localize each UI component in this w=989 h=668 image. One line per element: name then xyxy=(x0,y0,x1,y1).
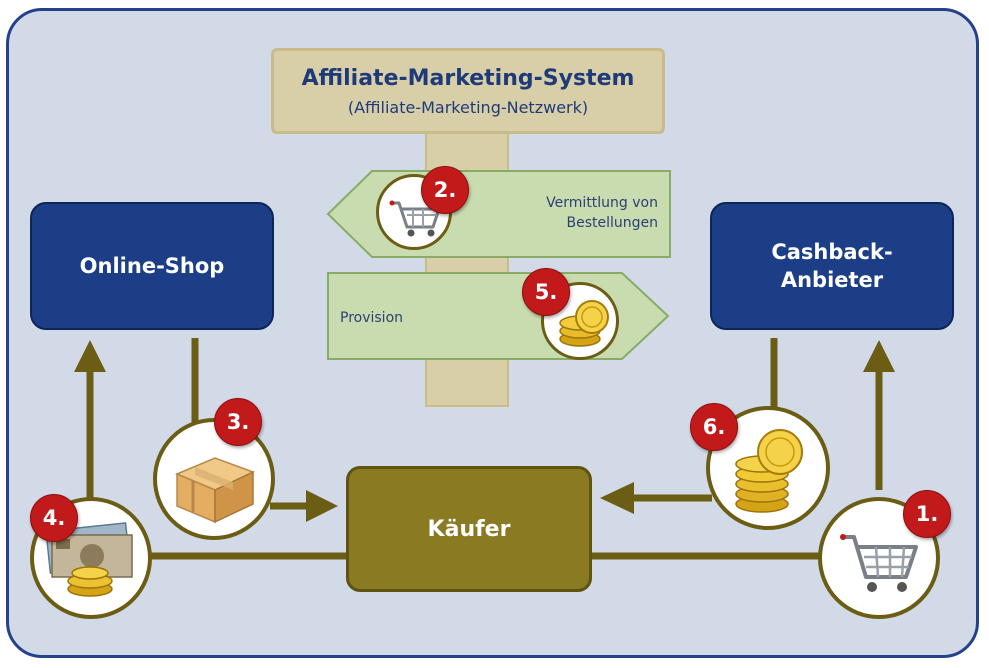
cashback-provider-label: Cashback-Anbieter xyxy=(771,240,893,292)
step4-circle xyxy=(30,497,152,619)
step4-badge: 4. xyxy=(30,494,78,542)
step2-badge: 2. xyxy=(421,166,469,214)
step6-badge: 6. xyxy=(690,403,738,451)
sign-vermittlung-label: Vermittlung von Bestellungen xyxy=(546,195,658,231)
sign-provision-label: Provision xyxy=(340,310,404,326)
arrowhead-to-shop xyxy=(74,340,106,372)
network-subtitle: (Affiliate-Marketing-Netzwerk) xyxy=(347,98,589,117)
online-shop-box: Online-Shop xyxy=(30,202,274,330)
step1-badge: 1. xyxy=(903,490,951,538)
buyer-box: Käufer xyxy=(346,466,592,592)
online-shop-label: Online-Shop xyxy=(79,254,225,278)
arrowhead-to-buyer-right xyxy=(600,482,634,514)
network-header: Affiliate-Marketing-System (Affiliate-Ma… xyxy=(271,48,665,134)
step3-badge: 3. xyxy=(214,398,262,446)
package-icon xyxy=(175,457,255,524)
cashback-provider-box: Cashback-Anbieter xyxy=(710,202,954,330)
coins-icon xyxy=(735,429,803,513)
coins-icon xyxy=(559,300,609,347)
network-title: Affiliate-Marketing-System xyxy=(301,66,635,91)
arrowhead-to-buyer-left xyxy=(306,490,338,522)
shopping-cart-icon xyxy=(840,534,918,592)
step5-badge: 5. xyxy=(522,268,570,316)
buyer-label: Käufer xyxy=(427,516,511,542)
arrowhead-to-cashback xyxy=(863,340,895,372)
